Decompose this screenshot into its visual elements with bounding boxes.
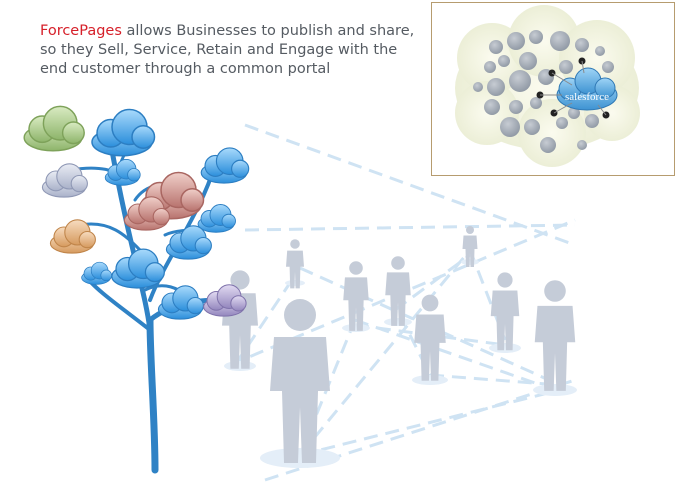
tree-clouds [23,105,250,320]
brand-name: ForcePages [40,23,122,39]
headline: ForcePages allows Businesses to publish … [40,22,420,79]
salesforce-logo-cloud: salesforce [556,67,618,111]
person-shadows [224,259,577,468]
people-network [222,226,576,463]
salesforce-cloud-picture: salesforce [431,2,675,176]
salesforce-cloud-image: salesforce [455,5,640,167]
bubbles [473,30,614,153]
salesforce-logo-text: salesforce [565,91,609,103]
headline-text: allows Businesses to publish and share, … [40,23,415,77]
cloud-pins [536,57,610,119]
